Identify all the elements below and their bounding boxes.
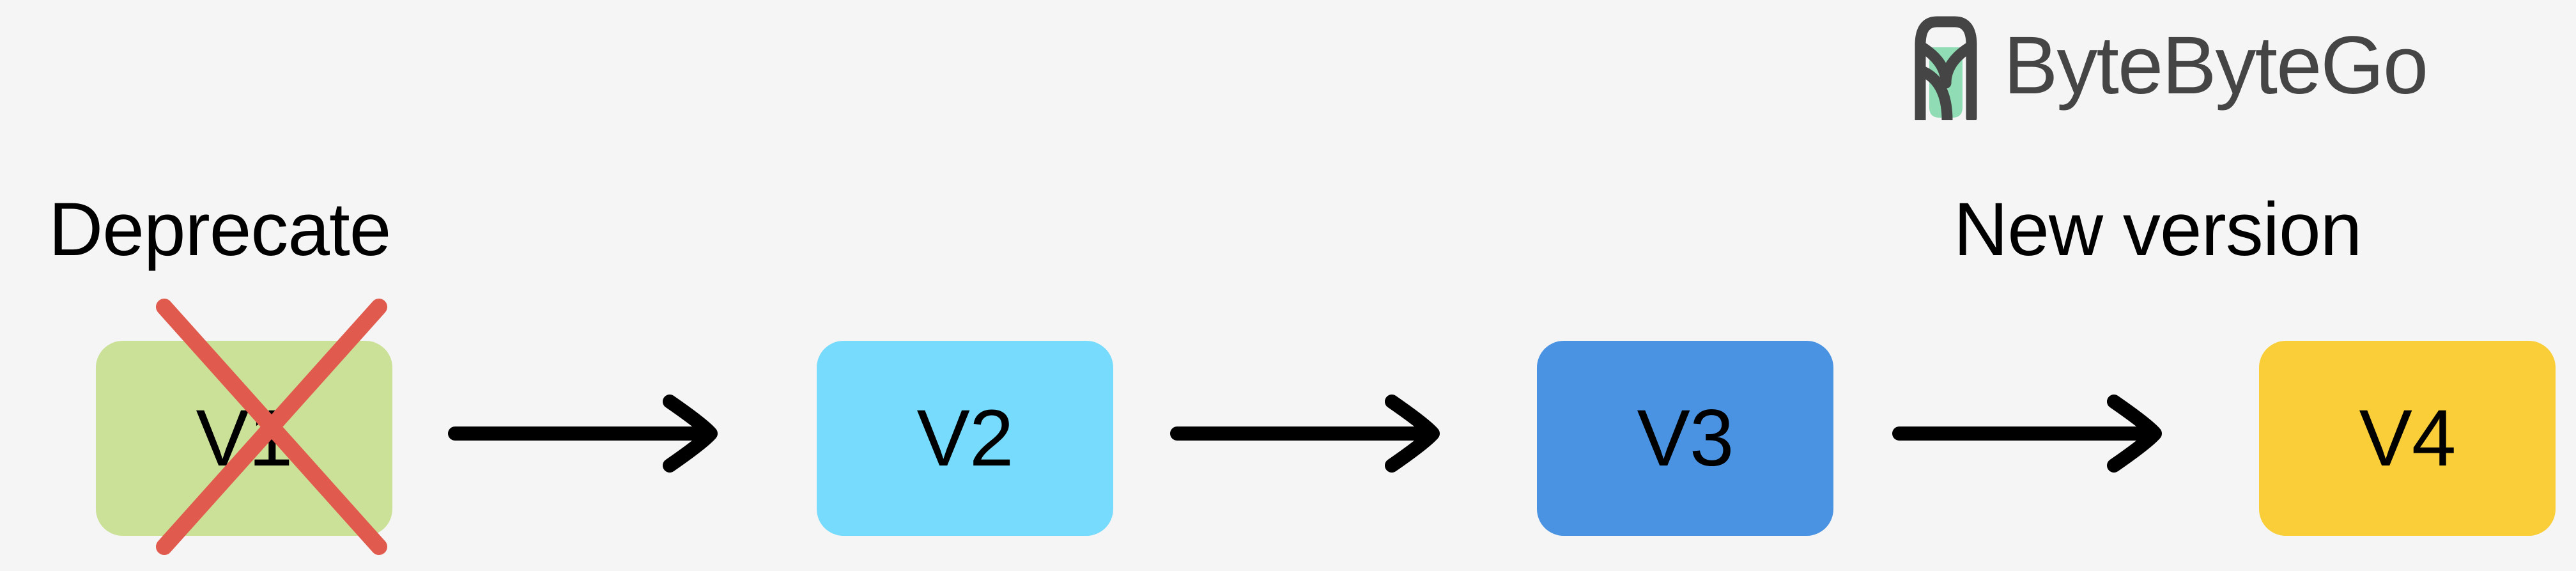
bytebytego-mark-icon: [1915, 16, 1977, 120]
version-box-label: V3: [1637, 394, 1734, 483]
version-box-v2[interactable]: V2: [817, 341, 1113, 536]
arrow-right-icon-v2-to-v3: [1170, 395, 1440, 473]
arrow-right-icon-v3-to-v4: [1892, 395, 2162, 473]
version-box-label: V2: [916, 394, 1014, 483]
version-box-v4[interactable]: V4: [2259, 341, 2556, 536]
version-box-label: V1: [196, 394, 293, 483]
bytebytego-logo: ByteByteGo: [1908, 6, 2428, 125]
new-version-label: New version: [1954, 187, 2362, 272]
version-box-label: V4: [2359, 394, 2456, 483]
arrow-right-icon-v1-to-v2: [448, 395, 718, 473]
version-box-v1[interactable]: V1: [96, 341, 392, 536]
bytebytego-wordmark: ByteByteGo: [2003, 19, 2428, 111]
deprecate-label: Deprecate: [49, 187, 391, 272]
version-box-v3[interactable]: V3: [1537, 341, 1833, 536]
